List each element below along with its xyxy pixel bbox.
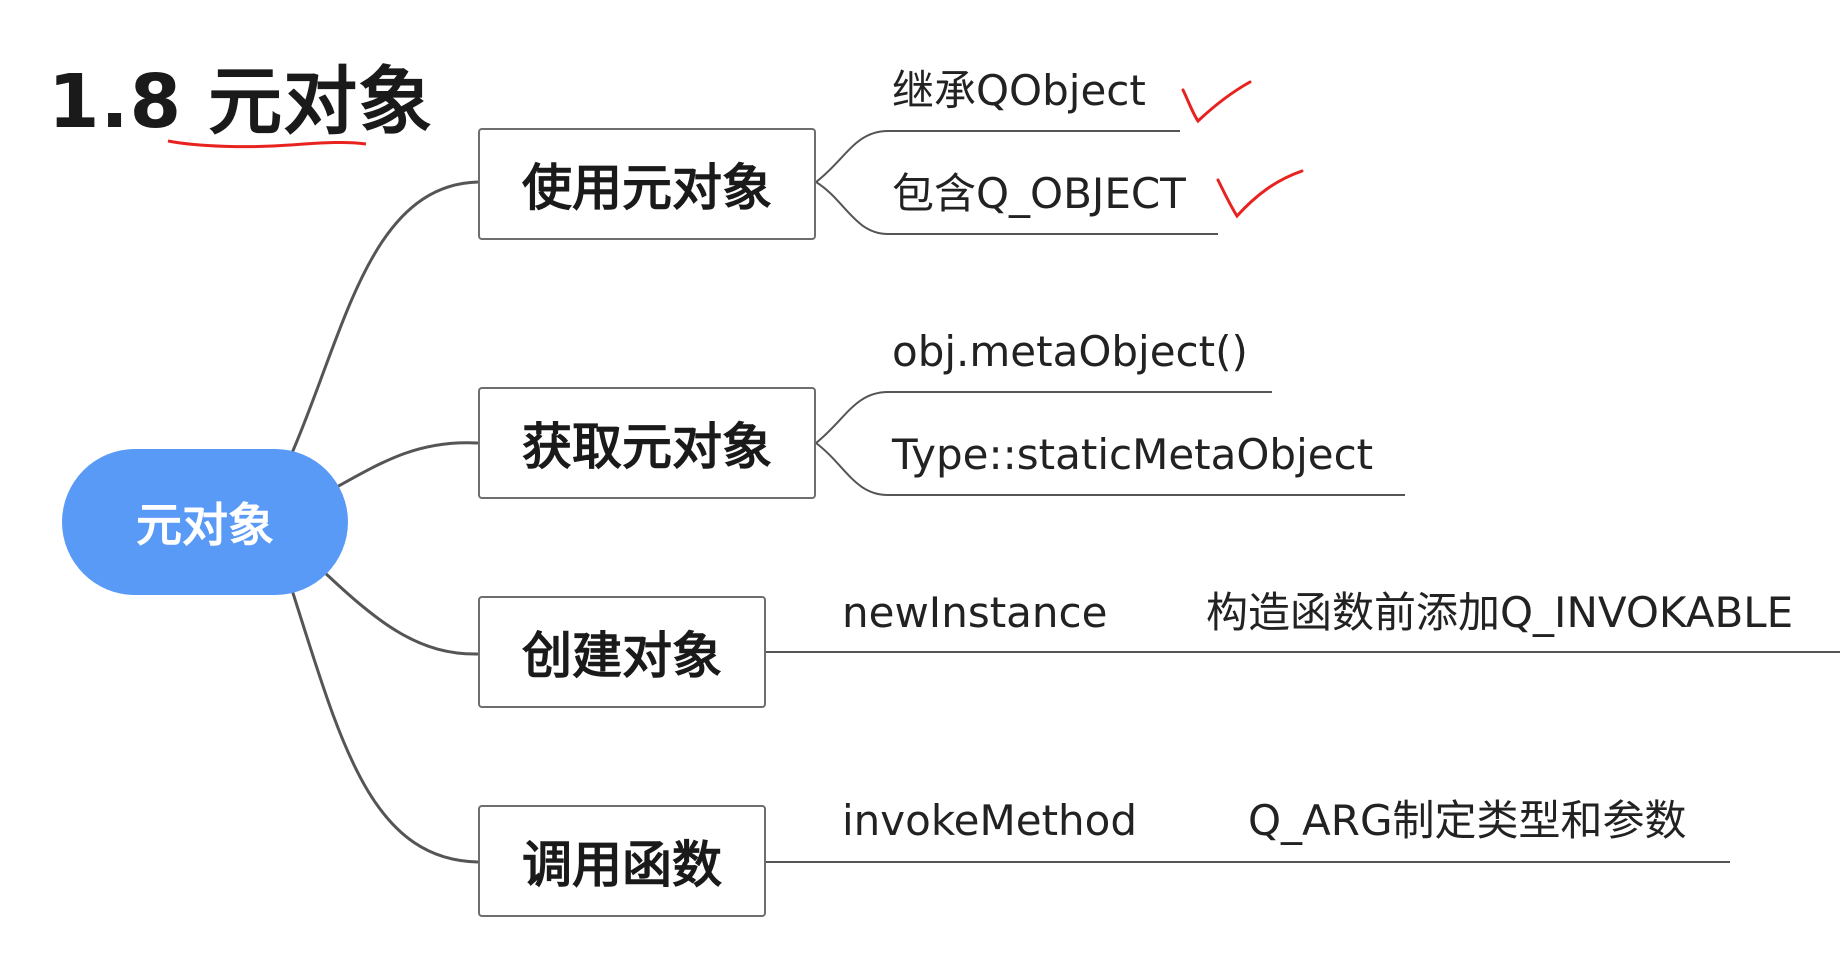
leaf-inherit-qobject[interactable]: 继承QObject	[892, 66, 1146, 115]
branch-node-use-meta-object[interactable]: 使用元对象	[478, 128, 816, 240]
branch-node-invoke-function[interactable]: 调用函数	[478, 805, 766, 917]
leaf-new-instance-note[interactable]: 构造函数前添加Q_INVOKABLE	[1206, 588, 1794, 637]
leaf-type-static-metaobject[interactable]: Type::staticMetaObject	[892, 430, 1374, 479]
leaf-obj-metaobject[interactable]: obj.metaObject()	[892, 327, 1248, 376]
branch-node-create-object[interactable]: 创建对象	[478, 596, 766, 708]
connector-root-branch-3	[320, 568, 479, 656]
connector-root-branch-2	[334, 441, 479, 490]
check-mark-icon	[1181, 80, 1252, 124]
leaf-invoke-method[interactable]: invokeMethod	[842, 796, 1138, 845]
connector-root-branch-1	[290, 180, 479, 454]
leaf-new-instance[interactable]: newInstance	[842, 588, 1108, 637]
connector-branch-2-leaf-1	[815, 391, 1272, 444]
annotation-underline	[167, 139, 367, 149]
connector-branch-2-leaf-2	[815, 442, 1405, 496]
check-mark-icon	[1216, 169, 1304, 219]
title-text: 元对象	[208, 59, 434, 145]
title-number: 1.8	[48, 59, 183, 145]
branch-node-get-meta-object[interactable]: 获取元对象	[478, 387, 816, 499]
connector-branch-1-leaf-1	[815, 130, 1180, 183]
connector-branch-1-leaf-2	[815, 181, 1218, 235]
leaf-invoke-method-note[interactable]: Q_ARG制定类型和参数	[1248, 796, 1687, 845]
page-title: 1.8 元对象	[48, 42, 433, 149]
leaf-contain-q-object[interactable]: 包含Q_OBJECT	[892, 169, 1186, 218]
root-node[interactable]: 元对象	[62, 449, 348, 595]
connector-root-branch-4	[290, 589, 479, 864]
